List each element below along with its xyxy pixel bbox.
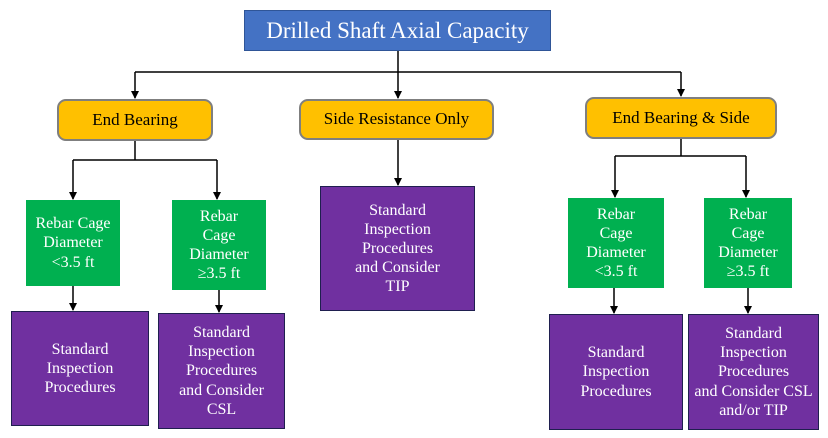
condition-eb-ge-3-5: Rebar Cage Diameter ≥3.5 ft: [172, 200, 266, 290]
action-ebs-ge-3-5: Standard Inspection Procedures and Consi…: [688, 314, 819, 430]
branch-end-bearing-and-side: End Bearing & Side: [585, 97, 777, 139]
branch-end-bearing: End Bearing: [57, 99, 213, 141]
condition-ebs-lt-3-5: Rebar Cage Diameter <3.5 ft: [568, 198, 664, 288]
action-side-resistance: Standard Inspection Procedures and Consi…: [320, 186, 475, 311]
condition-ebs-ge-3-5: Rebar Cage Diameter ≥3.5 ft: [704, 198, 792, 288]
root-node: Drilled Shaft Axial Capacity: [244, 10, 551, 51]
action-ebs-lt-3-5: Standard Inspection Procedures: [549, 314, 683, 430]
action-eb-lt-3-5: Standard Inspection Procedures: [11, 311, 149, 426]
condition-eb-lt-3-5: Rebar Cage Diameter <3.5 ft: [26, 200, 120, 286]
action-eb-ge-3-5: Standard Inspection Procedures and Consi…: [158, 313, 285, 429]
branch-side-resistance-only: Side Resistance Only: [299, 99, 494, 140]
